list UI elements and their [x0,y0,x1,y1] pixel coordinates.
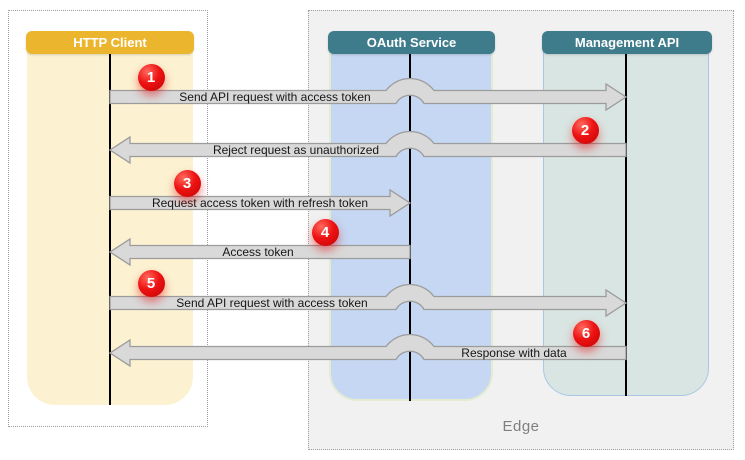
actor-header-http-client: HTTP Client [26,31,194,54]
step-badge-4: 4 [311,218,339,246]
lifeline-oauth-service [409,53,411,401]
actor-header-management-api: Management API [542,31,712,54]
step-badge-5: 5 [137,269,165,297]
edge-group-label: Edge [502,418,540,435]
lifeline-http-client [109,53,111,405]
actor-header-oauth-service: OAuth Service [328,31,495,54]
message-label-4: Access token [222,245,293,259]
lifeline-management-api [625,53,627,396]
step-badge-3: 3 [173,169,201,197]
step-badge-6: 6 [572,319,600,347]
step-badge-1: 1 [137,63,165,91]
step-badge-2: 2 [571,116,599,144]
lane-oauth-service [329,42,493,401]
